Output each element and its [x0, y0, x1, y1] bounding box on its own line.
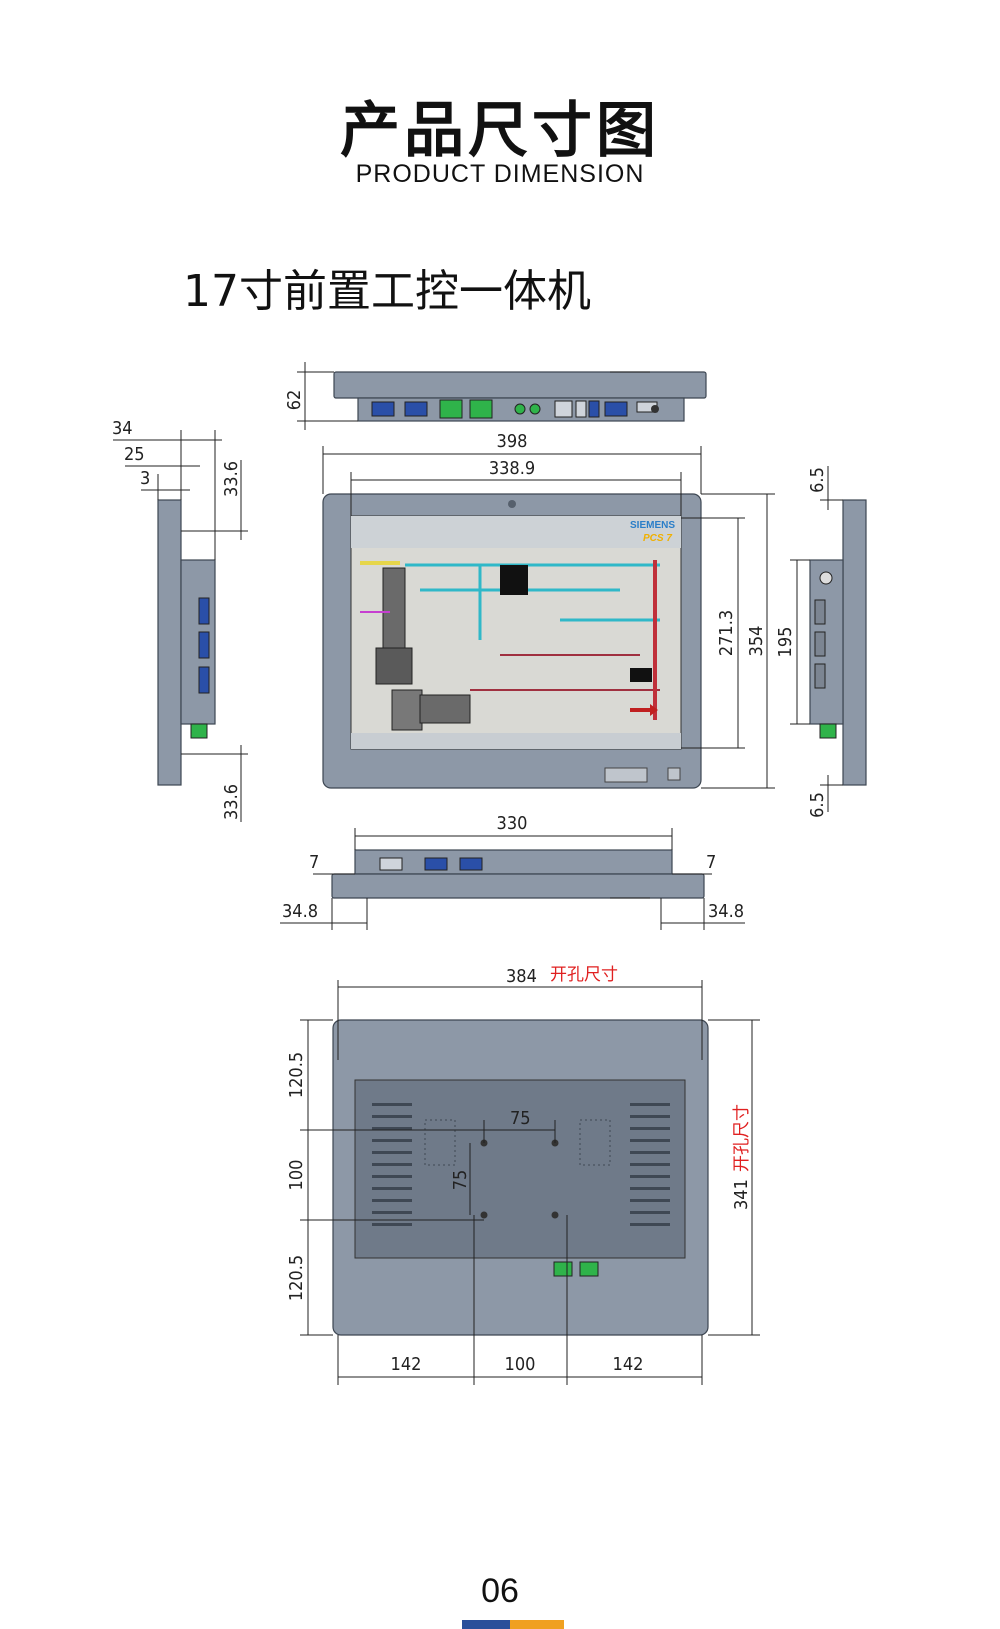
footer-bar-orange — [510, 1620, 564, 1629]
right-side-view: 6.5 195 6.5 — [775, 466, 867, 818]
vga-port-icon — [379, 857, 403, 871]
dim-back-120-5-bottom: 120.5 — [286, 1255, 307, 1301]
product-name: 17寸前置工控一体机 — [183, 266, 591, 317]
terminal-block-icon — [553, 1261, 573, 1277]
db9-connector-icon — [198, 597, 210, 625]
cutout-label: 开孔尺寸 — [550, 965, 618, 985]
usb-port-icon — [575, 400, 587, 418]
dim-right-6-5-bottom: 6.5 — [807, 792, 828, 818]
dim-cutout-width: 384 — [506, 966, 537, 987]
db9-connector-icon — [459, 857, 483, 871]
dim-bottom-34-8-right: 34.8 — [708, 901, 744, 922]
db9-connector-icon — [424, 857, 448, 871]
power-jack-icon — [651, 405, 659, 413]
cutout-label-vertical: 开孔尺寸 — [732, 1104, 752, 1172]
dim-side-3: 3 — [140, 468, 150, 489]
dim-right-6-5-top: 6.5 — [807, 467, 828, 493]
front-view: SIEMENS PCS 7 398 338.9 — [322, 431, 775, 789]
terminal-block-icon — [469, 399, 493, 419]
dim-back-100-vertical: 100 — [286, 1160, 307, 1191]
db9-connector-icon — [814, 663, 826, 689]
vga-port-icon — [604, 401, 628, 417]
dim-front-width: 398 — [497, 431, 528, 452]
db9-connector-icon — [404, 401, 428, 417]
terminal-block-icon — [819, 723, 837, 739]
db9-connector-icon — [371, 401, 395, 417]
rj45-port-icon — [554, 400, 573, 418]
db9-connector-icon — [198, 666, 210, 694]
db9-connector-icon — [198, 631, 210, 659]
bottom-view: 330 7 7 34.8 34.8 — [280, 813, 745, 930]
dim-back-100-horizontal: 100 — [505, 1354, 536, 1375]
dim-bottom-7-right: 7 — [706, 852, 716, 873]
top-view: 62 — [284, 362, 707, 430]
terminal-block-icon — [190, 723, 208, 739]
left-side-view: 34 25 3 33.6 33.6 — [112, 418, 248, 822]
dim-side-bottom-33-6: 33.6 — [221, 784, 242, 820]
power-button-icon — [667, 767, 681, 781]
dim-bottom-330: 330 — [497, 813, 528, 834]
dim-right-195: 195 — [775, 627, 796, 658]
dim-back-142-left: 142 — [391, 1354, 422, 1375]
dim-back-75-vertical: 75 — [450, 1170, 471, 1191]
back-view: 384 开孔尺寸 341 开孔尺寸 120.5 100 120.5 75 75 … — [286, 965, 760, 1385]
power-jack-icon — [819, 571, 833, 585]
dim-top-depth: 62 — [284, 390, 305, 411]
terminal-block-icon — [579, 1261, 599, 1277]
dim-screen-width: 338.9 — [489, 458, 535, 479]
page-number: 06 — [481, 1572, 519, 1610]
screen-software: PCS 7 — [643, 533, 672, 544]
dim-bottom-7-left: 7 — [309, 852, 319, 873]
dim-side-top-33-6: 33.6 — [221, 461, 242, 497]
dim-bottom-34-8-left: 34.8 — [282, 901, 318, 922]
dim-front-height: 354 — [746, 626, 767, 657]
dim-back-142-right: 142 — [613, 1354, 644, 1375]
terminal-block-icon — [439, 399, 463, 419]
audio-jack-icon — [514, 403, 526, 415]
dim-screen-height: 271.3 — [716, 610, 737, 656]
camera-icon — [508, 500, 516, 508]
db9-connector-icon — [814, 631, 826, 657]
dim-side-25: 25 — [124, 444, 145, 465]
footer-bar-blue — [462, 1620, 510, 1629]
dim-back-75-horizontal: 75 — [510, 1108, 531, 1129]
audio-jack-icon — [529, 403, 541, 415]
page-subtitle: PRODUCT DIMENSION — [355, 160, 645, 188]
dim-back-120-5-top: 120.5 — [286, 1052, 307, 1098]
usb-port-icon — [588, 400, 600, 418]
usb-front-port-icon — [604, 767, 648, 783]
dim-cutout-height: 341 — [731, 1179, 752, 1210]
db9-connector-icon — [814, 599, 826, 625]
page-title: 产品尺寸图 — [340, 96, 660, 166]
dim-side-depth: 34 — [112, 418, 133, 439]
screen-brand: SIEMENS — [630, 520, 675, 531]
